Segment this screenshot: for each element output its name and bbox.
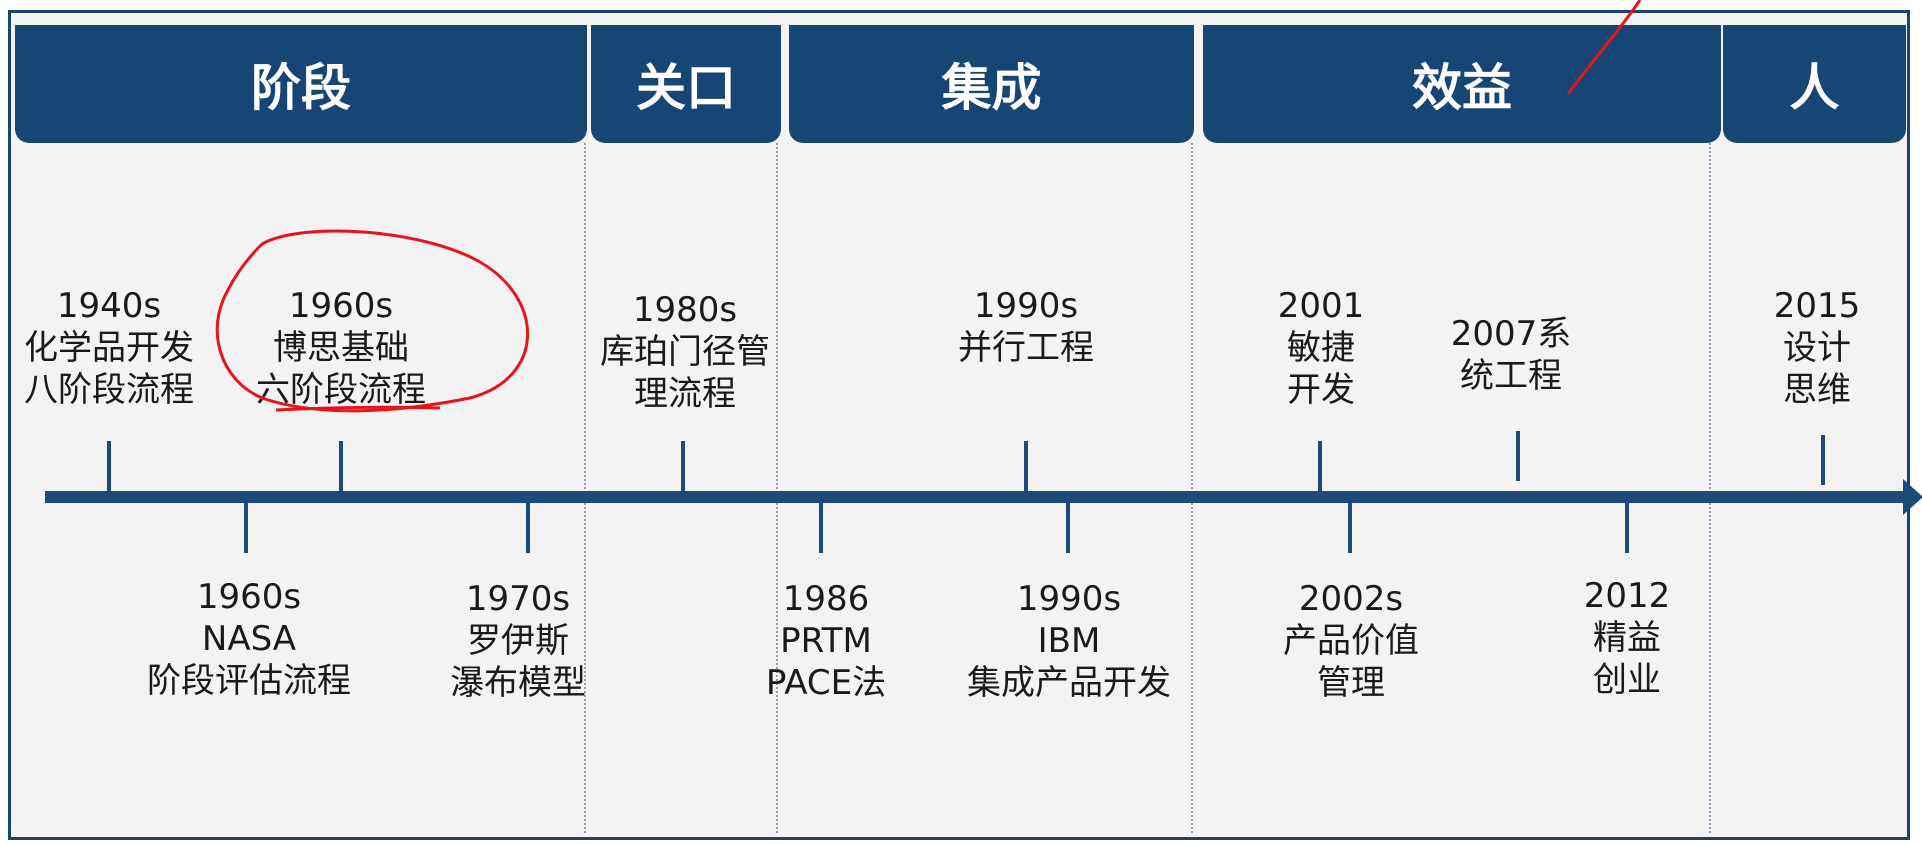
event-1980s-stage-gate: 1980s 库珀门径管 理流程 (600, 289, 770, 415)
event-1940s-chemical: 1940s 化学品开发 八阶段流程 (24, 285, 194, 411)
red-circle-annotation (215, 229, 529, 413)
tick-above-2007 (1516, 431, 1520, 481)
section-divider (1191, 143, 1193, 833)
event-year: 2002s (1298, 579, 1404, 619)
tick-below-1970s (526, 503, 530, 553)
event-text: 创业 (1593, 660, 1661, 700)
tick-below-2002s (1348, 503, 1352, 553)
event-year: 2012 (1583, 576, 1671, 616)
event-year: 1960s (288, 286, 394, 326)
section-divider (584, 143, 586, 833)
event-1990s-concurrent: 1990s 并行工程 (958, 285, 1094, 369)
event-text: 博思基础 (273, 328, 409, 368)
tick-above-1990s (1024, 441, 1028, 491)
event-text: PACE法 (765, 663, 887, 703)
event-1990s-ibm: 1990s IBM 集成产品开发 (967, 578, 1171, 704)
tick-below-2012 (1625, 503, 1629, 553)
event-text: 思维 (1783, 370, 1851, 410)
event-text: 敏捷 (1287, 328, 1355, 368)
event-1986-prtm: 1986 PRTM PACE法 (766, 578, 886, 704)
section-divider (776, 143, 778, 833)
event-text: IBM (1037, 621, 1101, 661)
event-text: 理流程 (634, 374, 736, 414)
tick-below-1990s-ibm (1066, 503, 1070, 553)
event-text: 开发 (1287, 370, 1355, 410)
event-year: 1970s (465, 579, 571, 619)
event-2002s-value: 2002s 产品价值 管理 (1283, 578, 1419, 704)
event-year: 1986 (782, 579, 870, 619)
header-gate: 关口 (591, 25, 781, 143)
event-2012-lean: 2012 精益 创业 (1584, 575, 1671, 701)
timeline-panel: 阶段 关口 集成 效益 人 1940s 化学品开发 八阶段流程 1960s 博思… (8, 10, 1922, 840)
event-2001-agile: 2001 敏捷 开发 (1278, 285, 1365, 411)
event-year: 1990s (1016, 579, 1122, 619)
event-text: 统工程 (1460, 356, 1562, 396)
tick-below-1986 (819, 503, 823, 553)
event-text: 八阶段流程 (24, 370, 194, 410)
header-stage: 阶段 (15, 25, 587, 143)
red-underline-annotation (275, 405, 441, 412)
event-year: 2001 (1277, 286, 1365, 326)
event-text: 化学品开发 (24, 328, 194, 368)
event-2007-systems: 2007系 统工程 (1451, 313, 1572, 397)
event-text: 设计 (1783, 328, 1851, 368)
event-year: 1980s (632, 290, 738, 330)
event-text: 精益 (1593, 618, 1661, 658)
section-divider (1709, 143, 1711, 833)
event-1960s-nasa: 1960s NASA 阶段评估流程 (147, 576, 351, 702)
event-text: 集成产品开发 (967, 663, 1171, 703)
event-text: 阶段评估流程 (147, 661, 351, 701)
event-1960s-booz: 1960s 博思基础 六阶段流程 (256, 285, 426, 411)
event-text: 并行工程 (958, 328, 1094, 368)
header-integration: 集成 (789, 25, 1194, 143)
event-year: 1960s (196, 577, 302, 617)
tick-below-1960s (244, 503, 248, 553)
event-1970s-waterfall: 1970s 罗伊斯 瀑布模型 (450, 578, 586, 704)
event-year: 1990s (973, 286, 1079, 326)
event-text: PRTM (780, 621, 872, 661)
event-year: 1940s (56, 286, 162, 326)
header-benefit: 效益 (1203, 25, 1721, 143)
event-2015-design: 2015 设计 思维 (1774, 285, 1861, 411)
tick-above-1940s (107, 441, 111, 491)
timeline-axis (45, 491, 1909, 503)
tick-above-1960s (339, 441, 343, 491)
event-text: NASA (201, 619, 297, 659)
tick-above-1980s (681, 441, 685, 491)
event-year: 2015 (1773, 286, 1861, 326)
timeline-arrowhead (1903, 479, 1922, 515)
tick-above-2001 (1318, 441, 1322, 491)
event-text: 产品价值 (1283, 621, 1419, 661)
event-text: 管理 (1317, 663, 1385, 703)
event-text: 罗伊斯 (467, 621, 569, 661)
event-text: 库珀门径管 (600, 332, 770, 372)
tick-above-2015 (1821, 435, 1825, 485)
red-stroke-annotation (1566, 0, 1642, 95)
event-text: 瀑布模型 (450, 663, 586, 703)
event-year: 2007系 (1450, 314, 1572, 354)
header-people: 人 (1723, 25, 1906, 143)
